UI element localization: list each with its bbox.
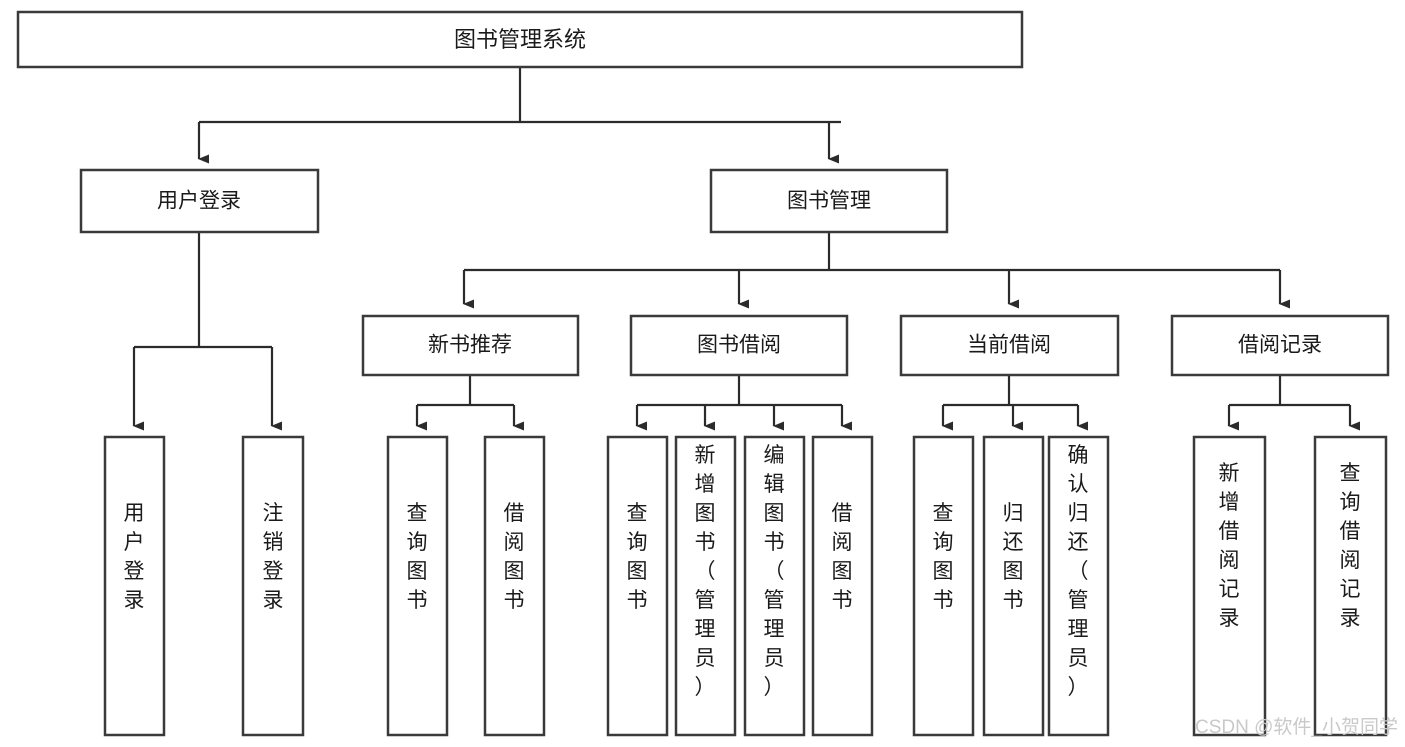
node-root-label: 图书管理系统 bbox=[454, 27, 586, 52]
node-book-manage-label: 图书管理 bbox=[787, 190, 871, 213]
node-root-box[interactable] bbox=[16, 10, 1024, 69]
leaf-confirm-return-label: 确认归还（管理员） bbox=[1068, 444, 1089, 699]
leaf-logout[interactable]: 注销登录 bbox=[241, 435, 305, 737]
leaf-add-record-label: 新增借阅记录 bbox=[1219, 462, 1240, 630]
node-user-login-label: 用户登录 bbox=[157, 190, 241, 213]
leaf-query-book-3-label: 查询图书 bbox=[933, 502, 954, 612]
leaf-user-login-label: 用户登录 bbox=[124, 502, 145, 612]
node-root[interactable]: 图书管理系统 bbox=[16, 10, 1024, 69]
leaf-query-book-2[interactable]: 查询图书 bbox=[606, 435, 669, 737]
leaf-return-book-label: 归还图书 bbox=[1003, 502, 1024, 612]
leaf-user-login[interactable]: 用户登录 bbox=[103, 435, 166, 737]
node-borrow-record[interactable]: 借阅记录 bbox=[1170, 314, 1390, 377]
leaf-borrow-book-2[interactable]: 借阅图书 bbox=[811, 435, 874, 737]
node-user-login[interactable]: 用户登录 bbox=[79, 168, 320, 234]
leaf-query-record[interactable]: 查询借阅记录 bbox=[1313, 435, 1388, 737]
leaf-query-book-2-label: 查询图书 bbox=[627, 502, 648, 612]
node-book-manage[interactable]: 图书管理 bbox=[709, 168, 949, 234]
node-book-borrow-label: 图书借阅 bbox=[697, 334, 781, 357]
leaf-query-record-label: 查询借阅记录 bbox=[1340, 462, 1361, 630]
leaf-query-book-1-label: 查询图书 bbox=[407, 502, 428, 612]
leaf-add-record[interactable]: 新增借阅记录 bbox=[1192, 435, 1267, 737]
leaf-add-book-box[interactable] bbox=[674, 435, 737, 737]
leaf-borrow-book-1-box[interactable] bbox=[483, 435, 546, 737]
leaf-return-book-box[interactable] bbox=[982, 435, 1045, 737]
node-new-book-recommend[interactable]: 新书推荐 bbox=[361, 314, 580, 377]
leaf-user-login-box[interactable] bbox=[103, 435, 166, 737]
leaf-confirm-return[interactable]: 确认归还（管理员） bbox=[1047, 435, 1110, 737]
node-new-book-recommend-box[interactable] bbox=[361, 314, 580, 377]
leaf-borrow-book-2-label: 借阅图书 bbox=[832, 502, 853, 612]
node-borrow-record-label: 借阅记录 bbox=[1238, 334, 1322, 357]
leaf-borrow-book-2-box[interactable] bbox=[811, 435, 874, 737]
node-borrow-record-box[interactable] bbox=[1170, 314, 1390, 377]
connector-group-user-login bbox=[132, 232, 282, 431]
leaf-edit-book-box[interactable] bbox=[743, 435, 806, 737]
leaf-add-record-box[interactable] bbox=[1192, 435, 1267, 737]
node-user-login-box[interactable] bbox=[79, 168, 320, 234]
leaf-edit-book[interactable]: 编辑图书（管理员） bbox=[743, 435, 806, 737]
leaf-add-book-label: 新增图书（管理员） bbox=[695, 444, 716, 699]
leaf-logout-box[interactable] bbox=[241, 435, 305, 737]
node-current-borrow[interactable]: 当前借阅 bbox=[899, 314, 1120, 377]
leaf-confirm-return-box[interactable] bbox=[1047, 435, 1110, 737]
leaf-query-record-box[interactable] bbox=[1313, 435, 1388, 737]
leaf-add-book[interactable]: 新增图书（管理员） bbox=[674, 435, 737, 737]
leaf-logout-label: 注销登录 bbox=[263, 502, 284, 612]
connector-group-root bbox=[197, 67, 841, 164]
leaf-query-book-2-box[interactable] bbox=[606, 435, 669, 737]
node-book-borrow-box[interactable] bbox=[629, 314, 849, 377]
connector-group-current-borrow bbox=[941, 375, 1088, 431]
connector-group-borrow-record bbox=[1227, 375, 1360, 431]
connector-group-book-borrow bbox=[635, 375, 852, 431]
node-book-manage-box[interactable] bbox=[709, 168, 949, 234]
leaf-query-book-1[interactable]: 查询图书 bbox=[386, 435, 449, 737]
node-new-book-recommend-label: 新书推荐 bbox=[428, 334, 512, 357]
connector-group-book-manage bbox=[462, 232, 1290, 309]
node-current-borrow-label: 当前借阅 bbox=[967, 334, 1051, 357]
leaf-query-book-3[interactable]: 查询图书 bbox=[912, 435, 975, 737]
leaf-borrow-book-1[interactable]: 借阅图书 bbox=[483, 435, 546, 737]
leaf-query-book-3-box[interactable] bbox=[912, 435, 975, 737]
connector-group-new-book-recommend bbox=[415, 375, 524, 431]
leaf-borrow-book-1-label: 借阅图书 bbox=[504, 502, 525, 612]
leaf-edit-book-label: 编辑图书（管理员） bbox=[764, 444, 785, 699]
csdn-watermark: CSDN @软件_小贺同学 bbox=[1195, 716, 1398, 738]
node-book-borrow[interactable]: 图书借阅 bbox=[629, 314, 849, 377]
leaf-query-book-1-box[interactable] bbox=[386, 435, 449, 737]
node-current-borrow-box[interactable] bbox=[899, 314, 1120, 377]
leaf-return-book[interactable]: 归还图书 bbox=[982, 435, 1045, 737]
